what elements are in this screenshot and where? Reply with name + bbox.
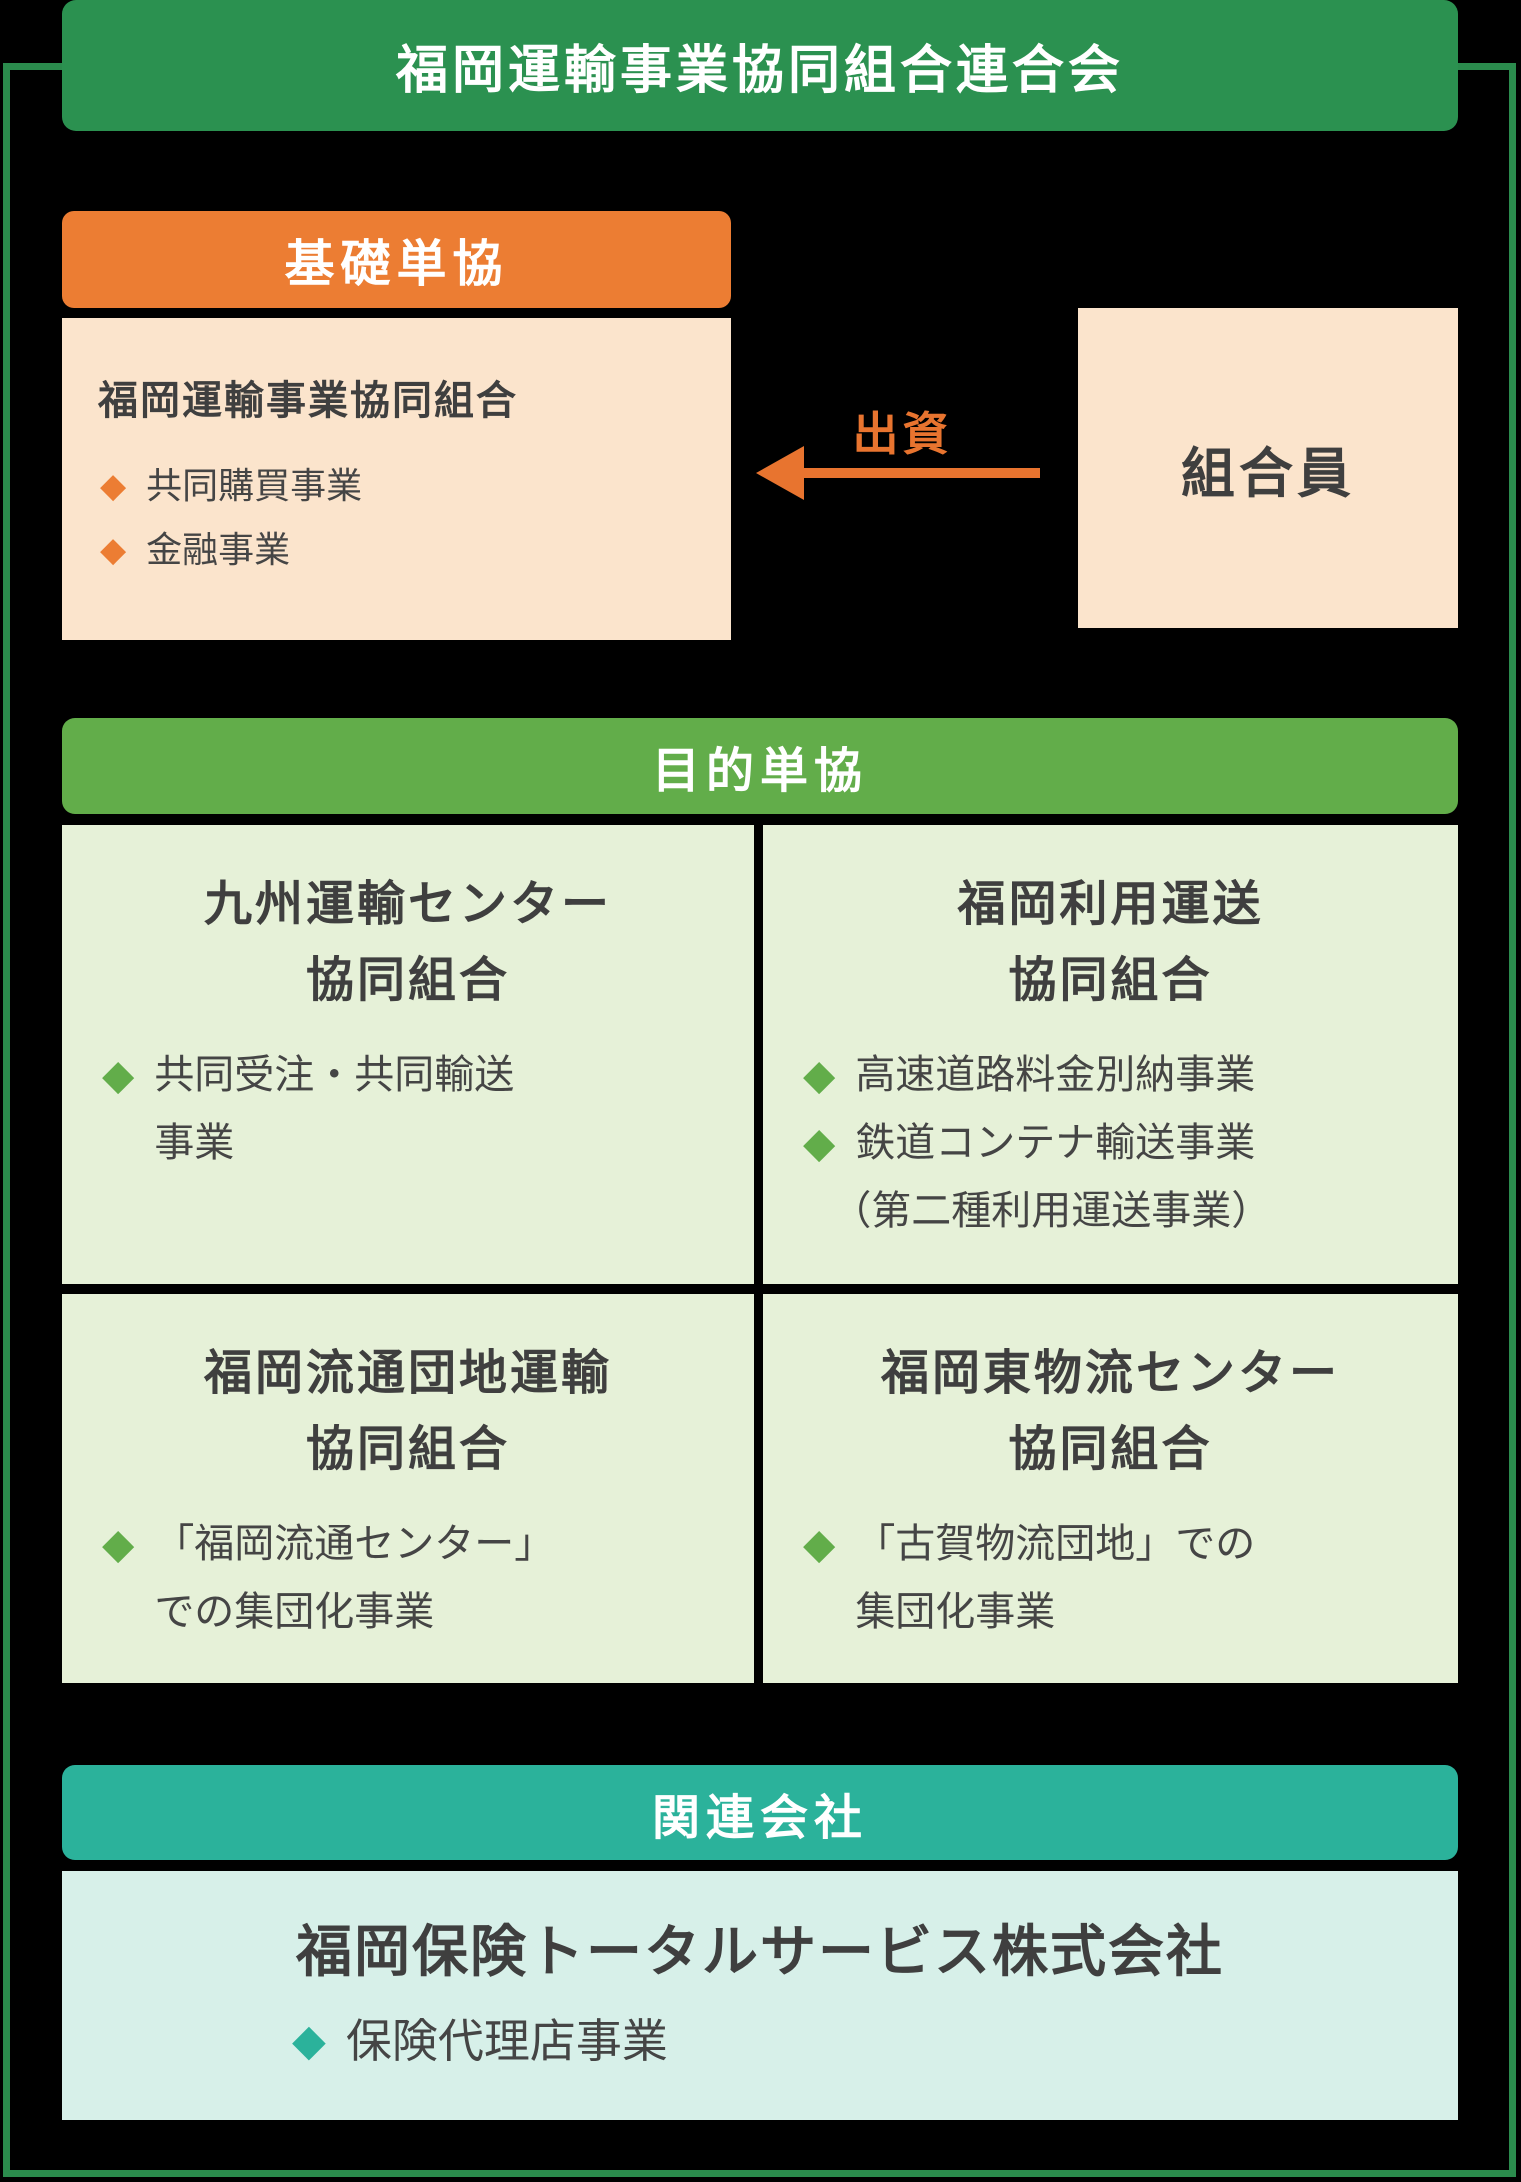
diamond-bullet-icon: ◆ [100, 531, 127, 569]
title-line: 協同組合 [1008, 1423, 1213, 1476]
federation-title: 福岡運輸事業協同組合連合会 [395, 42, 1124, 100]
diamond-bullet-icon: ◆ [803, 1119, 836, 1166]
purpose-box-ryutsu-danchi: 福岡流通団地運輸 協同組合 ◆ 「福岡流通センター」 での集団化事業 [62, 1294, 754, 1683]
members-label: 組合員 [1181, 443, 1355, 504]
purpose-box-kyushu: 九州運輸センター 協同組合 ◆ 共同受注・共同輸送 事業 [62, 825, 754, 1284]
federation-header: 福岡運輸事業協同組合連合会 [62, 0, 1458, 131]
bullet-line: 共同購買事業 [146, 465, 363, 506]
investment-arrow-label: 出資 [852, 408, 953, 460]
bullet-line: 「福岡流通センター」 [154, 1522, 555, 1566]
diamond-bullet-icon: ◆ [102, 1520, 135, 1567]
related-company-title: 福岡保険トータルサービス株式会社 [296, 1920, 1224, 1983]
purpose-box-bullets: ◆ 「古賀物流団地」での 集団化事業 [803, 1510, 1444, 1646]
title-line: 協同組合 [305, 954, 510, 1007]
bullet-line: 共同受注・共同輸送 [154, 1053, 515, 1097]
bullet-line: 金融事業 [146, 529, 291, 570]
related-section-header: 関連会社 [62, 1765, 1458, 1860]
members-box: 組合員 [1078, 308, 1458, 628]
purpose-box-bullets: ◆ 共同受注・共同輸送 事業 [102, 1041, 740, 1177]
diamond-bullet-icon: ◆ [803, 1051, 836, 1098]
base-coop-bullets: ◆ 共同購買事業 ◆ 金融事業 [100, 454, 731, 582]
bullet-item: ◆ 保険代理店事業 [292, 2009, 668, 2073]
bullet-text: 高速道路料金別納事業 [855, 1041, 1444, 1109]
base-section-label: 基礎単協 [284, 235, 509, 292]
diamond-bullet-icon: ◆ [102, 1051, 135, 1098]
purpose-box-bullets: ◆ 高速道路料金別納事業 ◆ 鉄道コンテナ輸送事業 （第二種利用運送事業） [803, 1041, 1444, 1245]
bullet-text: 共同受注・共同輸送 事業 [154, 1041, 740, 1177]
diamond-bullet-icon: ◆ [292, 2016, 326, 2065]
bullet-line: 集団化事業 [855, 1590, 1056, 1634]
related-section-label: 関連会社 [651, 1791, 868, 1845]
bullet-item: ◆ 共同購買事業 [100, 454, 731, 518]
related-company-box: 福岡保険トータルサービス株式会社 ◆ 保険代理店事業 [62, 1871, 1458, 2120]
purpose-box-riyo-unso: 福岡利用運送 協同組合 ◆ 高速道路料金別納事業 ◆ 鉄道コンテナ輸送事業 （第… [763, 825, 1458, 1284]
bullet-text: 鉄道コンテナ輸送事業 （第二種利用運送事業） [831, 1109, 1444, 1245]
bullet-item: ◆ 共同受注・共同輸送 事業 [102, 1041, 740, 1177]
bullet-item: ◆ 「古賀物流団地」での 集団化事業 [803, 1510, 1444, 1646]
bullet-item: ◆ 金融事業 [100, 518, 731, 582]
bullet-line: 鉄道コンテナ輸送事業 [855, 1121, 1256, 1165]
title-line: 協同組合 [305, 1423, 510, 1476]
investment-arrow-line [802, 468, 1040, 478]
base-coop-box: 福岡運輸事業協同組合 ◆ 共同購買事業 ◆ 金融事業 [62, 318, 731, 640]
title-line: 福岡利用運送 [957, 878, 1264, 931]
title-line: 協同組合 [1008, 954, 1213, 1007]
base-coop-title: 福岡運輸事業協同組合 [98, 379, 518, 423]
bullet-line: 事業 [154, 1121, 235, 1165]
purpose-section-label: 目的単協 [651, 745, 868, 798]
diamond-bullet-icon: ◆ [100, 467, 127, 505]
bullet-line: 「古賀物流団地」での [855, 1522, 1256, 1566]
bullet-text: 「古賀物流団地」での 集団化事業 [855, 1510, 1444, 1646]
title-line: 福岡東物流センター [880, 1347, 1340, 1400]
purpose-box-title: 福岡東物流センター 協同組合 [763, 1336, 1458, 1488]
bullet-item: ◆ 鉄道コンテナ輸送事業 （第二種利用運送事業） [803, 1109, 1444, 1245]
base-section-header: 基礎単協 [62, 211, 731, 308]
title-line: 九州運輸センター [203, 878, 612, 931]
diamond-bullet-icon: ◆ [803, 1520, 836, 1567]
investment-arrow-head-icon [756, 446, 804, 500]
purpose-section-header: 目的単協 [62, 718, 1458, 814]
bullet-item: ◆ 高速道路料金別納事業 [803, 1041, 1444, 1109]
purpose-box-title: 福岡利用運送 協同組合 [763, 867, 1458, 1019]
purpose-box-title: 九州運輸センター 協同組合 [62, 867, 754, 1019]
bullet-line: （第二種利用運送事業） [831, 1189, 1272, 1233]
purpose-box-title: 福岡流通団地運輸 協同組合 [62, 1336, 754, 1488]
bullet-text: 「福岡流通センター」 での集団化事業 [154, 1510, 740, 1646]
purpose-box-bullets: ◆ 「福岡流通センター」 での集団化事業 [102, 1510, 740, 1646]
purpose-box-higashi-butsuryu: 福岡東物流センター 協同組合 ◆ 「古賀物流団地」での 集団化事業 [763, 1294, 1458, 1683]
bullet-line: 保険代理店事業 [345, 2015, 668, 2067]
title-line: 福岡流通団地運輸 [203, 1347, 612, 1400]
bullet-item: ◆ 「福岡流通センター」 での集団化事業 [102, 1510, 740, 1646]
bullet-line: 高速道路料金別納事業 [855, 1053, 1256, 1097]
bullet-line: での集団化事業 [154, 1590, 435, 1634]
